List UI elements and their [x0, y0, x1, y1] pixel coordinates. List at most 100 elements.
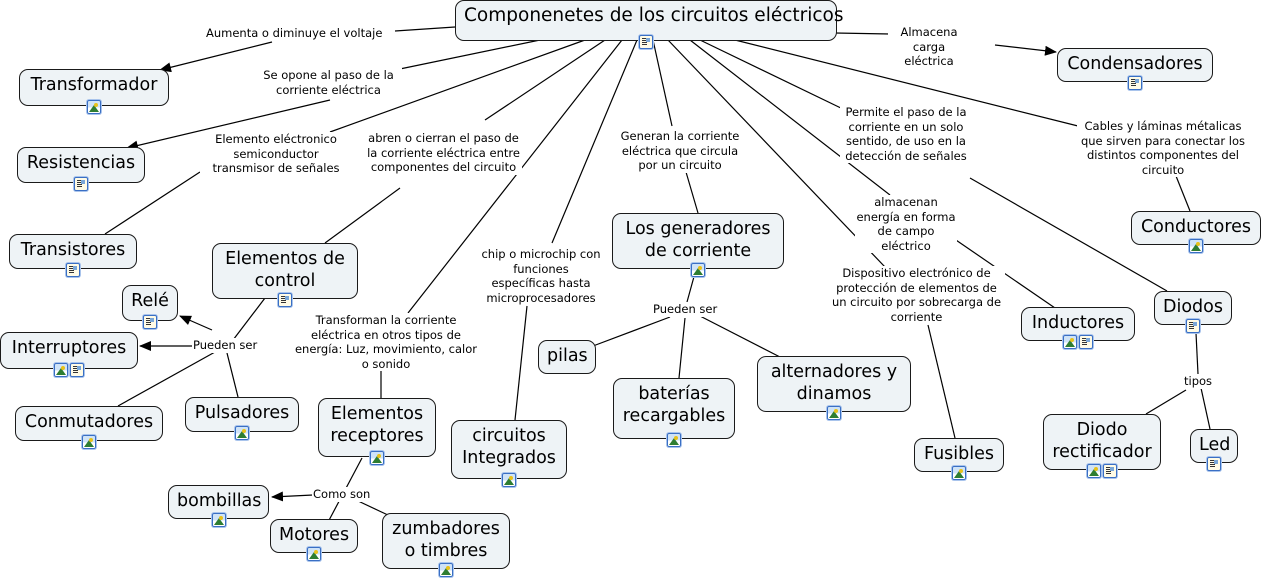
- concept-elementos-control[interactable]: Elementos de control: [212, 243, 358, 307]
- line-root-cables: [734, 39, 1079, 127]
- concept-label: Los generadores de corriente: [625, 219, 771, 261]
- document-resource-icon[interactable]: [66, 263, 80, 277]
- line-generan-generadores: [685, 171, 699, 214]
- document-resource-icon[interactable]: [143, 315, 157, 329]
- concept-pulsadores[interactable]: Pulsadores: [185, 397, 299, 440]
- line-puedenser-pulsadores: [226, 352, 239, 398]
- concept-root[interactable]: Componenetes de los circuitos eléctricos: [455, 0, 844, 49]
- document-resource-icon[interactable]: [1128, 76, 1142, 90]
- link-label-chip: chip o microchip con funciones específic…: [480, 247, 602, 305]
- document-resource-icon[interactable]: [1103, 464, 1117, 478]
- image-resource-icon[interactable]: [952, 466, 966, 480]
- concept-label: Elementos receptores: [330, 404, 424, 446]
- concept-generadores[interactable]: Los generadores de corriente: [612, 213, 784, 277]
- image-resource-icon[interactable]: [1087, 464, 1101, 478]
- concept-diodo-rectificador[interactable]: Diodo rectificador: [1043, 414, 1161, 478]
- concept-label: Diodos: [1163, 297, 1223, 317]
- document-resource-icon[interactable]: [1079, 335, 1093, 349]
- concept-label: Transistores: [20, 240, 126, 260]
- image-resource-icon[interactable]: [54, 363, 68, 377]
- concept-label: Interruptores: [11, 338, 127, 358]
- concept-label: Diodo rectificador: [1052, 420, 1152, 462]
- concept-motores[interactable]: Motores: [270, 519, 358, 561]
- line-tipos-rectificador: [1145, 389, 1187, 415]
- concept-resistencias[interactable]: Resistencias: [17, 147, 145, 191]
- image-resource-icon[interactable]: [691, 263, 705, 277]
- line-puedenser-rele: [179, 315, 213, 331]
- line-diodos-tipos: [1195, 332, 1199, 375]
- link-label-almacenan: almacenan energía en forma de campo eléc…: [855, 195, 957, 253]
- line-comoson-bombillas: [271, 491, 314, 502]
- concept-rele[interactable]: Relé: [122, 285, 178, 329]
- link-label-como-son: Como son: [312, 487, 372, 502]
- concept-label: circuitos Integrados: [462, 426, 556, 468]
- line-root-almacenan: [689, 39, 891, 196]
- line-control-puedenser: [229, 297, 266, 345]
- image-resource-icon[interactable]: [235, 426, 249, 440]
- image-resource-icon[interactable]: [667, 433, 681, 447]
- line-abren-control: [324, 187, 401, 244]
- image-resource-icon[interactable]: [502, 473, 516, 487]
- concept-transistores[interactable]: Transistores: [9, 234, 137, 277]
- image-resource-icon[interactable]: [82, 435, 96, 449]
- concept-zumbadores[interactable]: zumbadores o timbres: [382, 513, 510, 577]
- image-resource-icon[interactable]: [439, 563, 453, 577]
- line-root-voltaje: [394, 26, 456, 32]
- concept-label: Condensadores: [1067, 54, 1203, 74]
- image-resource-icon[interactable]: [1063, 335, 1077, 349]
- link-label-semiconductor: Elemento eléctronico semiconductor trans…: [200, 132, 352, 176]
- concept-diodos[interactable]: Diodos: [1154, 291, 1232, 333]
- document-resource-icon[interactable]: [1207, 457, 1221, 471]
- concept-pilas[interactable]: pilas: [538, 340, 596, 374]
- line-puedenser-alternadores: [699, 315, 781, 358]
- line-root-chip: [551, 39, 638, 244]
- concept-transformador[interactable]: Transformador: [19, 69, 169, 114]
- line-root-permite: [699, 39, 846, 111]
- image-resource-icon[interactable]: [370, 451, 384, 465]
- concept-conmutadores[interactable]: Conmutadores: [15, 406, 163, 449]
- document-resource-icon[interactable]: [70, 363, 84, 377]
- concept-circuitos-integrados[interactable]: circuitos Integrados: [451, 420, 567, 487]
- link-label-dispositivo: Dispositivo electrónico de protección de…: [828, 266, 1005, 324]
- line-root-almacena: [834, 32, 891, 35]
- concept-inductores[interactable]: Inductores: [1021, 307, 1135, 349]
- line-chip-integrados: [514, 305, 528, 421]
- link-label-voltaje: Aumenta o diminuye el voltaje: [205, 26, 384, 41]
- link-label-opone: Se opone al paso de la corriente eléctri…: [255, 68, 402, 97]
- document-resource-icon[interactable]: [1186, 319, 1200, 333]
- concept-label: Led: [1199, 435, 1231, 455]
- image-resource-icon[interactable]: [211, 513, 226, 527]
- concept-alternadores[interactable]: alternadores y dinamos: [757, 356, 911, 420]
- concept-label: Motores: [279, 525, 350, 545]
- link-label-pueden-ser-control: Pueden ser: [192, 338, 259, 353]
- concept-label: Componenetes de los circuitos eléctricos: [464, 5, 844, 26]
- line-root-opone: [394, 39, 541, 71]
- image-resource-icon[interactable]: [1189, 239, 1203, 253]
- document-resource-icon[interactable]: [639, 35, 653, 49]
- image-resource-icon[interactable]: [307, 547, 321, 561]
- concept-led[interactable]: Led: [1190, 429, 1238, 471]
- concept-label: Fusibles: [923, 444, 995, 464]
- image-resource-icon[interactable]: [827, 406, 841, 420]
- concept-baterias[interactable]: baterías recargables: [613, 378, 735, 447]
- line-almacena-condensadores: [994, 44, 1057, 56]
- concept-label: Transformador: [30, 75, 158, 95]
- image-resource-icon[interactable]: [87, 100, 101, 114]
- line-root-semiconductor: [329, 39, 586, 133]
- document-resource-icon[interactable]: [278, 293, 292, 307]
- concept-label: zumbadores o timbres: [392, 519, 500, 561]
- line-root-generan: [652, 39, 673, 127]
- link-label-generan: Generan la corriente eléctrica que circu…: [614, 129, 746, 173]
- concept-label: Resistencias: [26, 153, 136, 173]
- concept-elementos-receptores[interactable]: Elementos receptores: [318, 398, 436, 465]
- concept-conductores[interactable]: Conductores: [1131, 211, 1261, 253]
- concept-condensadores[interactable]: Condensadores: [1057, 48, 1213, 90]
- line-semiconductor-transistores: [104, 171, 201, 235]
- concept-bombillas[interactable]: bombillas: [168, 485, 269, 527]
- concept-label: Conmutadores: [24, 412, 154, 432]
- concept-interruptores[interactable]: Interruptores: [0, 332, 138, 377]
- concept-fusibles[interactable]: Fusibles: [914, 438, 1004, 480]
- document-resource-icon[interactable]: [74, 177, 88, 191]
- line-opone-resistencias: [126, 99, 331, 151]
- line-permite-diodos: [969, 177, 1168, 292]
